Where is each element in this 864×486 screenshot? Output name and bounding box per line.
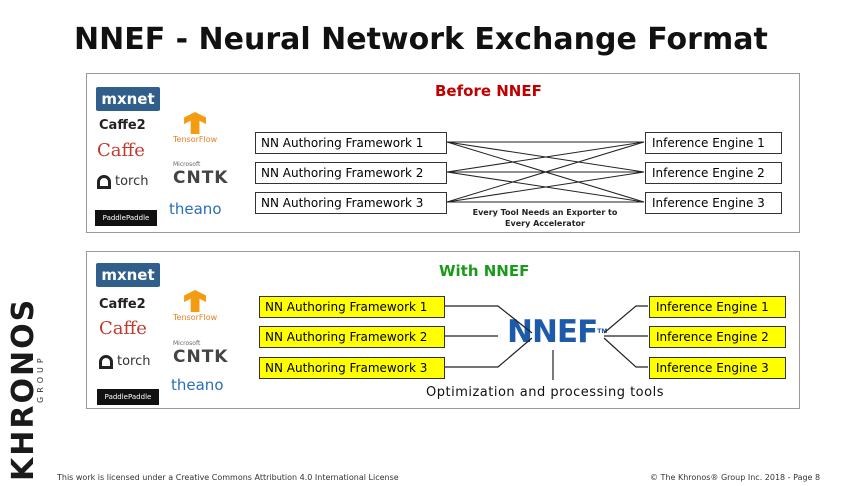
before-caption: Every Tool Needs an Exporter to Every Ac… — [455, 207, 635, 229]
cntk-label: CNTK — [173, 347, 229, 367]
before-caption-line2: Every Accelerator — [505, 219, 585, 228]
torch-icon — [99, 354, 113, 369]
tensorflow-icon — [184, 290, 207, 312]
with-framework-1: NN Authoring Framework 1 — [259, 296, 445, 318]
before-nnef-panel: Before NNEF mxnet Caffe2 Caffe TensorFlo… — [86, 73, 800, 233]
khronos-logo: KHRONOS GROUP — [6, 285, 45, 481]
before-engine-1: Inference Engine 1 — [645, 132, 782, 154]
before-framework-2: NN Authoring Framework 2 — [255, 162, 447, 184]
tensorflow-icon — [184, 112, 207, 134]
tensorflow-label: TensorFlow — [173, 135, 218, 144]
before-nnef-heading: Before NNEF — [435, 82, 542, 100]
copyright-footer: © The Khronos® Group Inc. 2018 - Page 8 — [650, 473, 821, 482]
cntk-label: CNTK — [173, 168, 229, 188]
with-nnef-panel: With NNEF mxnet Caffe2 Caffe TensorFlow … — [86, 251, 800, 409]
tensorflow-logo: TensorFlow — [173, 112, 217, 144]
nnef-logo-text: NNEF — [507, 314, 598, 350]
torch-label: torch — [115, 174, 149, 189]
optimization-tools-label: Optimization and processing tools — [426, 385, 664, 400]
khronos-logo-group: GROUP — [36, 354, 45, 403]
with-engine-1: Inference Engine 1 — [649, 296, 786, 318]
with-framework-2: NN Authoring Framework 2 — [259, 326, 445, 348]
before-engine-3: Inference Engine 3 — [645, 192, 782, 214]
caffe-logo: Caffe — [97, 140, 145, 161]
nnef-logo: NNEFTM — [507, 314, 607, 350]
caffe2-logo: Caffe2 — [99, 297, 146, 312]
with-engine-2: Inference Engine 2 — [649, 326, 786, 348]
before-framework-1: NN Authoring Framework 1 — [255, 132, 447, 154]
torch-icon — [97, 174, 111, 189]
theano-logo: theano — [171, 376, 224, 394]
cntk-logo: Microsoft CNTK — [173, 340, 228, 367]
paddlepaddle-logo: PaddlePaddle — [95, 210, 157, 226]
tensorflow-label: TensorFlow — [173, 313, 218, 322]
before-engine-2: Inference Engine 2 — [645, 162, 782, 184]
theano-logo: theano — [169, 200, 222, 218]
nnef-logo-tm: TM — [597, 328, 608, 335]
mxnet-logo: mxnet — [96, 87, 160, 111]
paddlepaddle-logo: PaddlePaddle — [97, 389, 159, 405]
before-caption-line1: Every Tool Needs an Exporter to — [472, 208, 618, 217]
mxnet-logo: mxnet — [96, 263, 160, 287]
torch-logo: torch — [97, 174, 149, 189]
tensorflow-logo: TensorFlow — [173, 290, 217, 322]
cntk-vendor: Microsoft — [173, 340, 201, 347]
torch-logo: torch — [99, 354, 151, 369]
with-nnef-heading: With NNEF — [439, 262, 530, 280]
caffe2-logo: Caffe2 — [99, 118, 146, 133]
license-footer: This work is licensed under a Creative C… — [57, 473, 399, 482]
caffe-logo: Caffe — [99, 318, 147, 339]
cntk-logo: Microsoft CNTK — [173, 161, 228, 188]
with-framework-3: NN Authoring Framework 3 — [259, 357, 445, 379]
cntk-vendor: Microsoft — [173, 161, 201, 168]
torch-label: torch — [117, 354, 151, 369]
with-engine-3: Inference Engine 3 — [649, 357, 786, 379]
before-framework-3: NN Authoring Framework 3 — [255, 192, 447, 214]
slide-title: NNEF - Neural Network Exchange Format — [74, 22, 768, 57]
